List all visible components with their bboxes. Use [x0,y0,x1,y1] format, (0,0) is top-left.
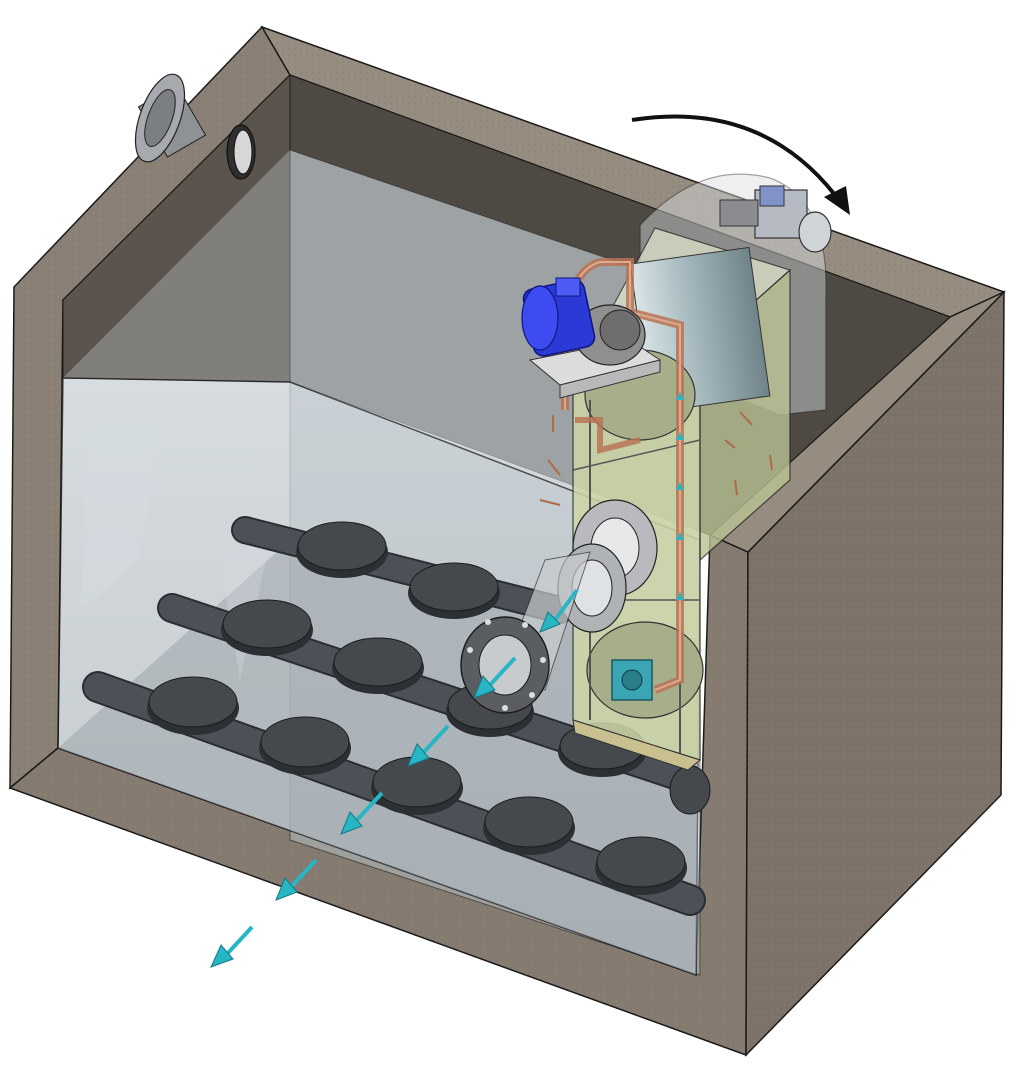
flow-arrow [340,791,384,835]
filter-drum [584,246,771,719]
flow-arrow [407,724,450,767]
diffuser [147,676,239,735]
diffuser [221,599,313,656]
aeration-grid [82,516,711,916]
drum-filter-unit [460,173,832,771]
aeration-pipe-1 [231,516,574,624]
rotation-arrow [631,114,850,215]
water-surface [63,150,700,540]
flow-arrow [275,858,318,901]
inlet-flange [134,73,256,180]
pump-motor-blue [521,277,596,357]
flow-arrows [210,588,579,968]
diffuser [408,562,500,619]
pipe-flow-markers [676,392,684,600]
flow-arrow [473,656,517,699]
drips [539,411,773,506]
diffuser [483,796,575,855]
flow-arrow [539,588,579,633]
diffuser [296,521,388,578]
flow-arrow [210,925,254,968]
backwash-pump [528,304,662,399]
diffuser [595,836,687,895]
drum-drive-motor [719,185,832,253]
outlet-flange-front [460,616,550,714]
diffuser [332,637,424,694]
diffuser [259,716,351,775]
diffuser-partial [669,765,711,815]
diffuser [371,756,463,815]
